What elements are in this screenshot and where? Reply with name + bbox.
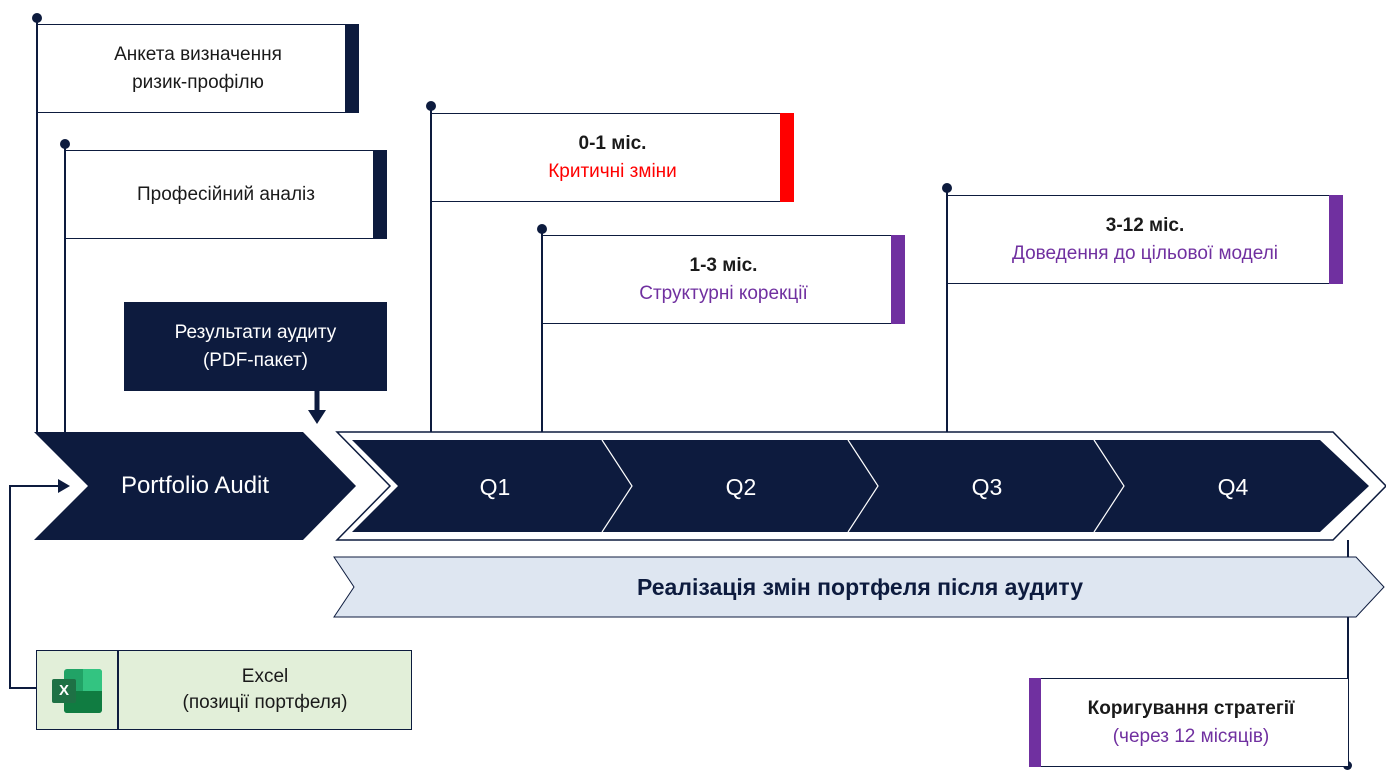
quarter-label-q3: Q3 — [971, 474, 1003, 500]
strategy-subtitle: (через 12 місяців) — [1112, 725, 1270, 747]
connector-line-questionnaire — [36, 18, 38, 433]
phase-3-12-accent-bar — [1329, 195, 1343, 284]
strategy-card: Коригування стратегії (через 12 місяців) — [1029, 678, 1349, 767]
excel-line2: (позиції портфеля) — [182, 692, 348, 713]
quarter-label-q1: Q1 — [479, 474, 511, 500]
phase-0-1-period: 0-1 міс. — [578, 132, 647, 154]
quarter-label-q2: Q2 — [725, 474, 757, 500]
phase-1-3-card: 1-3 міс. Структурні корекції — [542, 235, 905, 324]
audit-results-box: Результати аудиту (PDF-пакет) — [124, 302, 387, 391]
connector-line-phase-1-3 — [541, 229, 543, 433]
connector-dot-questionnaire — [32, 13, 42, 23]
implementation-band — [333, 556, 1385, 618]
quarter-label-q4: Q4 — [1217, 474, 1249, 500]
portfolio-audit-chevron — [34, 432, 356, 540]
excel-line1: Excel — [241, 666, 289, 687]
connector-line-strategy — [1347, 540, 1349, 766]
questionnaire-card: Анкета визначення ризик-профілю — [37, 24, 359, 113]
excel-box: X Excel (позиції портфеля) — [36, 650, 412, 730]
strategy-title: Коригування стратегії — [1087, 697, 1295, 719]
phase-0-1-title: Критичні зміни — [548, 160, 677, 182]
connector-line-analysis — [64, 144, 66, 433]
implementation-label: Реалізація змін портфеля після аудиту — [636, 574, 1084, 600]
connector-line-phase-3-12 — [946, 188, 948, 433]
quarters-band — [352, 440, 1369, 532]
strategy-accent-bar — [1029, 678, 1041, 767]
questionnaire-accent-bar — [345, 24, 359, 113]
phase-3-12-period: 3-12 міс. — [1105, 214, 1185, 236]
phase-1-3-title: Структурні корекції — [639, 282, 808, 304]
analysis-accent-bar — [373, 150, 387, 239]
portfolio-audit-label: Portfolio Audit — [120, 472, 270, 499]
audit-results-line2: (PDF-пакет) — [202, 349, 308, 371]
connector-dot-analysis — [60, 139, 70, 149]
audit-results-arrow — [308, 390, 326, 424]
phase-3-12-title: Доведення до цільової моделі — [1011, 242, 1279, 264]
phase-1-3-accent-bar — [891, 235, 905, 324]
phase-3-12-card: 3-12 міс. Доведення до цільової моделі — [947, 195, 1343, 284]
analysis-label: Професійний аналіз — [137, 183, 315, 205]
phase-1-3-period: 1-3 міс. — [689, 254, 758, 276]
connector-dot-phase-1-3 — [537, 224, 547, 234]
connector-dot-phase-0-1 — [426, 101, 436, 111]
questionnaire-line2: ризик-профілю — [132, 71, 264, 93]
phase-0-1-card: 0-1 міс. Критичні зміни — [431, 113, 794, 202]
questionnaire-line1: Анкета визначення — [114, 43, 282, 65]
excel-text: Excel (позиції портфеля) — [119, 651, 411, 729]
excel-icon: X — [52, 669, 102, 713]
analysis-card: Професійний аналіз — [65, 150, 387, 239]
audit-results-line1: Результати аудиту — [174, 321, 337, 343]
phase-0-1-accent-bar — [780, 113, 794, 202]
q1-q2-divider — [601, 439, 633, 533]
connector-dot-phase-3-12 — [942, 183, 952, 193]
q3-q4-divider — [1093, 439, 1125, 533]
connector-line-phase-0-1 — [430, 106, 432, 433]
excel-box-divider — [117, 651, 119, 729]
q2-q3-divider — [847, 439, 879, 533]
excel-icon-letter: X — [52, 679, 76, 703]
